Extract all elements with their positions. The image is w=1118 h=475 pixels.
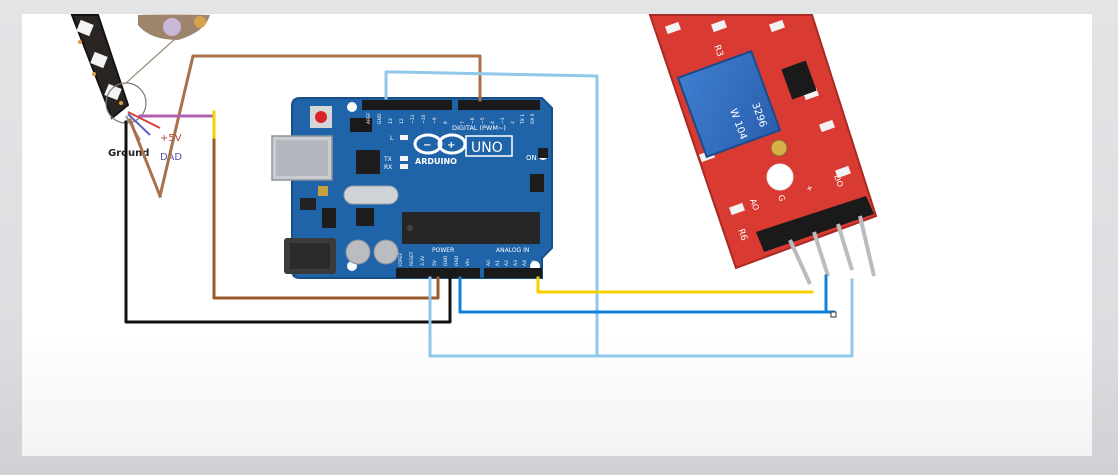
top-pin-label: 12 xyxy=(399,118,405,124)
top-pin-label: AREF xyxy=(366,112,372,124)
sensor-pin xyxy=(858,215,876,277)
top-header-right xyxy=(458,100,540,110)
wire-brown-5v xyxy=(212,138,440,300)
sensor-pin-label: AO xyxy=(748,198,760,212)
wire-brown-top xyxy=(158,54,482,198)
sensor-pin-label: DO xyxy=(832,174,845,189)
wire-light-blue-bottom xyxy=(428,276,854,358)
led-tx-label: TX xyxy=(383,156,392,163)
resistor-label: R3 xyxy=(711,44,724,59)
analog-pin-label: A3 xyxy=(513,260,519,266)
analog-pin-label: A1 xyxy=(495,260,501,266)
sensor-pin xyxy=(788,239,812,285)
power-pin-label: 5V xyxy=(432,259,438,266)
sensor-pin-header xyxy=(756,196,874,252)
svg-text:−: − xyxy=(423,140,431,151)
sensor-pin xyxy=(812,231,830,277)
led-rx-label: RX xyxy=(384,164,392,171)
diagram-canvas xyxy=(22,14,1092,456)
sensor-pin xyxy=(836,223,854,271)
power-pin-label: GND xyxy=(443,255,449,266)
digital-header-label: DIGITAL (PWM~) xyxy=(452,124,506,132)
sound-sensor-module: W 104 3296 R3 R6 AO G + DO xyxy=(648,14,878,285)
power-pin-label: 3.3V xyxy=(420,255,426,266)
power-header xyxy=(396,268,480,278)
power-pin-label: RESET xyxy=(409,251,415,266)
top-pin-label: 13 xyxy=(388,118,394,124)
top-pin-label: ~5 xyxy=(480,117,486,124)
power-pin-label: GND xyxy=(454,255,460,266)
top-pin-label: 2 xyxy=(510,121,516,124)
svg-text:+: + xyxy=(447,140,455,151)
top-pin-label: RX 0 xyxy=(530,113,536,124)
wire-yellow-signal xyxy=(536,276,814,294)
led-strip: +5V Ground DAD xyxy=(70,14,210,163)
top-pin-label: ~9 xyxy=(432,117,438,124)
potentiometer xyxy=(676,49,782,159)
analog-pin-label: A5 xyxy=(531,260,537,266)
top-pin-label: ~10 xyxy=(421,114,427,124)
arduino-uno-board: L TX RX ON − + ARDUINO UNO DIGITAL (PWM~… xyxy=(271,97,553,279)
arduino-model-text: UNO xyxy=(471,140,503,156)
wire-black-ground xyxy=(124,120,452,324)
analog-in-label: ANALOG IN xyxy=(496,247,529,254)
top-pin-label: 7 xyxy=(460,121,466,124)
top-pin-label: GND xyxy=(377,113,383,124)
top-pin-label: TX 1 xyxy=(520,114,526,125)
wire-light-blue-top xyxy=(384,70,599,358)
analog-pin-label: A2 xyxy=(504,260,510,266)
led-l-label: L xyxy=(390,135,394,142)
arduino-brand-text: ARDUINO xyxy=(415,157,457,166)
sensor-pin-label: G xyxy=(776,194,787,203)
arduino-logo: − + xyxy=(413,133,467,155)
top-header-left xyxy=(362,100,452,110)
wire-blue-ground xyxy=(458,274,836,314)
sensor-pin-label: + xyxy=(804,184,815,193)
analog-pin-label: A4 xyxy=(522,260,528,266)
top-pin-label: ~3 xyxy=(500,117,506,124)
power-label: POWER xyxy=(432,247,454,254)
resistor-label: R6 xyxy=(735,228,749,243)
power-pin-label: IOREF xyxy=(398,252,404,266)
analog-pin-label: A0 xyxy=(486,260,492,266)
analog-header xyxy=(484,268,542,278)
top-pin-label: ~11 xyxy=(410,114,416,124)
wire-endpoint-marker xyxy=(830,311,837,318)
led-ground-label: Ground xyxy=(108,148,149,159)
top-pin-label: 8 xyxy=(443,121,449,124)
on-led-label: ON xyxy=(526,154,537,162)
wire-brown-led xyxy=(128,118,162,198)
top-pin-label: ~6 xyxy=(470,117,476,124)
led-data-label: DAD xyxy=(160,152,182,163)
led-v5-label: +5V xyxy=(160,133,182,144)
top-pin-label: 4 xyxy=(490,121,496,124)
power-pin-label: Vin xyxy=(465,259,471,266)
